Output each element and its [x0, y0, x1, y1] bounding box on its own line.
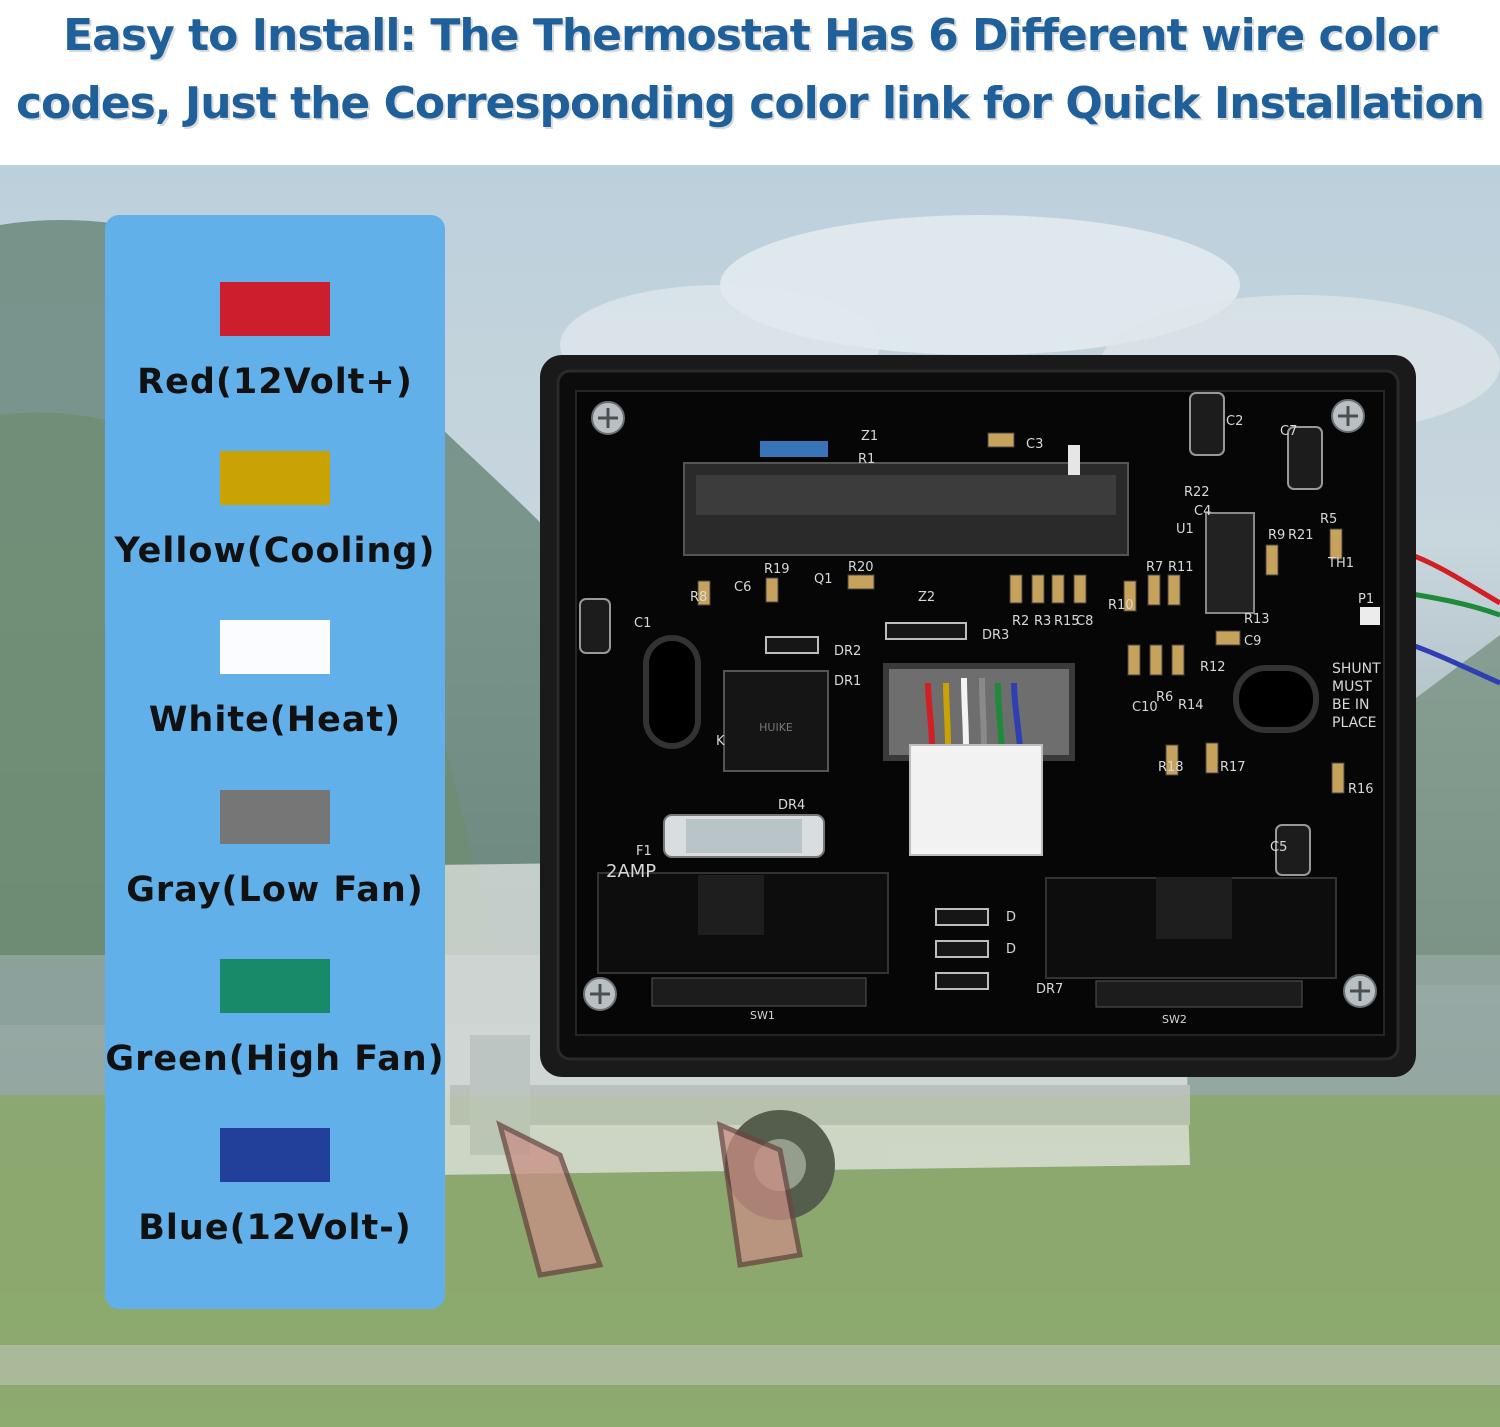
headline-line-2: codes, Just the Corresponding color link…: [15, 78, 1485, 129]
gray-swatch: [220, 790, 330, 844]
legend-label-red: Red(12Volt+): [137, 362, 413, 402]
shunt-line-3: BE IN: [1332, 697, 1370, 713]
shunt-line-2: MUST: [1332, 679, 1372, 695]
legend-item-yellow: Yellow(Cooling): [105, 451, 445, 571]
label-c7: C7: [1280, 424, 1297, 439]
label-r10: R10: [1108, 598, 1134, 613]
label-c2: C2: [1226, 414, 1243, 429]
label-sw2: SW2: [1162, 1013, 1187, 1026]
shunt-warning: SHUNT MUST BE IN PLACE: [1332, 661, 1381, 731]
label-u1: U1: [1176, 522, 1194, 537]
label-f1: F1: [636, 844, 652, 859]
legend-label-yellow: Yellow(Cooling): [114, 531, 436, 571]
blue-swatch: [220, 1128, 330, 1182]
label-r11: R11: [1168, 560, 1194, 575]
label-c9: C9: [1244, 634, 1261, 649]
label-p1: P1: [1358, 592, 1374, 607]
label-d1: D: [1006, 910, 1016, 925]
label-sw1: SW1: [750, 1009, 775, 1022]
label-c10: C10: [1132, 700, 1158, 715]
label-dr3: DR3: [982, 628, 1009, 643]
label-d2: D: [1006, 942, 1016, 957]
label-c1: C1: [634, 616, 651, 631]
legend-item-green: Green(High Fan): [105, 959, 445, 1079]
label-r20: R20: [848, 560, 874, 575]
label-r5: R5: [1320, 512, 1337, 527]
thermostat-board-image: HUIKE: [540, 355, 1500, 1077]
label-2amp: 2AMP: [606, 861, 656, 882]
label-r9: R9: [1268, 528, 1285, 543]
headline: Easy to Install: The Thermostat Has 6 Di…: [0, 0, 1500, 165]
label-r1: R1: [858, 452, 875, 467]
label-r13: R13: [1244, 612, 1270, 627]
label-r17: R17: [1220, 760, 1246, 775]
label-c4: C4: [1194, 504, 1211, 519]
label-r6: R6: [1156, 690, 1173, 705]
label-r18: R18: [1158, 760, 1184, 775]
label-r14: R14: [1178, 698, 1204, 713]
legend-label-blue: Blue(12Volt-): [138, 1208, 412, 1248]
legend-item-blue: Blue(12Volt-): [105, 1128, 445, 1248]
legend-label-gray: Gray(Low Fan): [126, 870, 424, 910]
label-dr7: DR7: [1036, 982, 1063, 997]
label-r7: R7: [1146, 560, 1163, 575]
shunt-line-4: PLACE: [1332, 715, 1377, 731]
label-z1: Z1: [861, 429, 878, 444]
label-dr1: DR1: [834, 674, 861, 689]
legend-item-white: White(Heat): [105, 620, 445, 740]
label-r19: R19: [764, 562, 790, 577]
label-c8: C8: [1076, 614, 1093, 629]
wire-color-legend: Red(12Volt+) Yellow(Cooling) White(Heat)…: [105, 215, 445, 1309]
screw-icon: [591, 401, 625, 435]
label-r16: R16: [1348, 782, 1374, 797]
green-swatch: [220, 959, 330, 1013]
relay-marking: HUIKE: [759, 721, 793, 734]
label-r22: R22: [1184, 485, 1210, 500]
label-th1: TH1: [1327, 556, 1354, 571]
yellow-swatch: [220, 451, 330, 505]
label-z2: Z2: [918, 590, 935, 605]
label-c3: C3: [1026, 437, 1043, 452]
label-r3: R3: [1034, 614, 1051, 629]
label-c5: C5: [1270, 840, 1287, 855]
red-swatch: [220, 282, 330, 336]
legend-label-green: Green(High Fan): [105, 1039, 445, 1079]
legend-item-gray: Gray(Low Fan): [105, 790, 445, 910]
label-r21: R21: [1288, 528, 1314, 543]
label-r8: R8: [690, 590, 707, 605]
label-r2: R2: [1012, 614, 1029, 629]
headline-line-1: Easy to Install: The Thermostat Has 6 Di…: [63, 10, 1438, 61]
label-q1: Q1: [814, 572, 833, 587]
legend-label-white: White(Heat): [148, 700, 402, 740]
thermostat-device: HUIKE: [536, 353, 1500, 1081]
label-dr2: DR2: [834, 644, 861, 659]
shunt-line-1: SHUNT: [1332, 661, 1381, 677]
label-k: K: [716, 734, 725, 749]
white-swatch: [220, 620, 330, 674]
label-r15: R15: [1054, 614, 1080, 629]
legend-item-red: Red(12Volt+): [105, 282, 445, 402]
label-c6: C6: [734, 580, 751, 595]
label-r12: R12: [1200, 660, 1226, 675]
label-dr4: DR4: [778, 798, 805, 813]
